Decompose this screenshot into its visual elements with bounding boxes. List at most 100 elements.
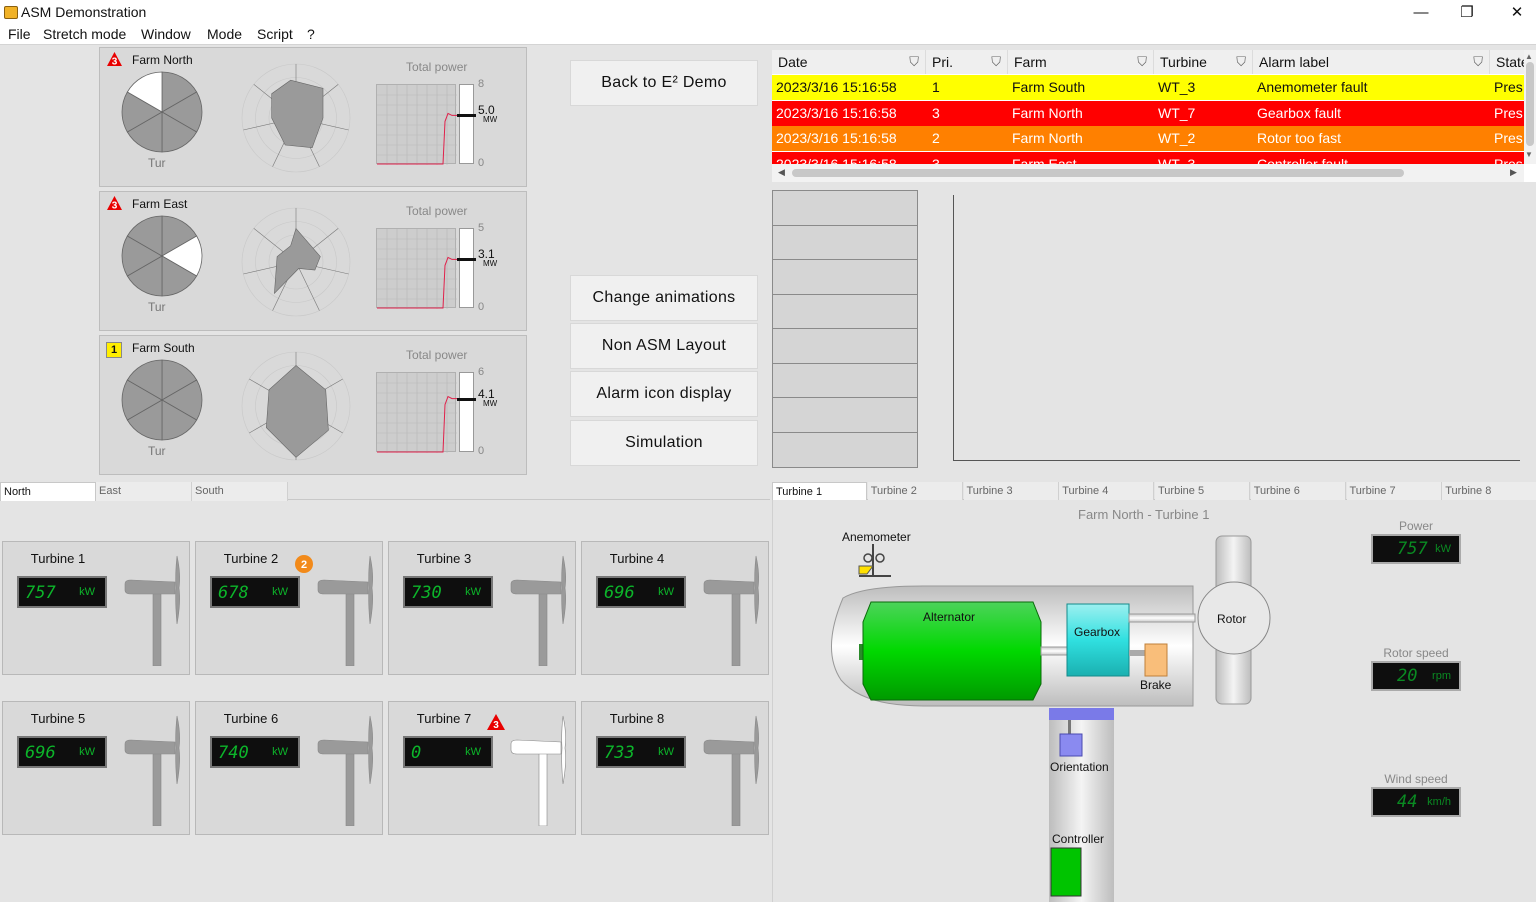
menu-help[interactable]: ? [307,26,315,42]
anemometer-vane [858,565,874,575]
meter-label: Rotor speed [1383,646,1449,660]
list-row[interactable] [773,191,917,226]
power-value: 0 [411,743,422,763]
turbine-name: Turbine 8 [609,711,665,726]
tab-turbine-7[interactable]: Turbine 7 [1346,482,1442,501]
wind-turbine-icon [510,555,566,666]
tab-north[interactable]: North [0,482,96,501]
turbine-card-2[interactable]: Turbine 2 2 678 kW [195,541,383,675]
minimize-button[interactable]: — [1413,3,1429,21]
alarm-priority-icon: 3 [107,196,122,211]
tab-turbine-6[interactable]: Turbine 6 [1250,482,1346,501]
close-button[interactable]: ✕ [1510,4,1524,21]
menu-file[interactable]: File [8,26,31,42]
turbine-name: Turbine 7 [416,711,472,726]
farm-card-3[interactable]: 1 Farm South Tur Total power 6 4.1 MW 0 [99,335,527,475]
turbine-card-6[interactable]: Turbine 6 740 kW [195,701,383,835]
total-power-label: Total power [406,204,468,218]
power-display: 696 kW [596,576,686,608]
scroll-thumb[interactable] [1526,62,1534,146]
alarm-cell-pri: 3 [932,104,940,121]
tab-east[interactable]: East [96,482,192,501]
tab-turbine-1[interactable]: Turbine 1 [772,482,867,501]
alarm-cell-pri: 3 [932,155,940,165]
menu-window[interactable]: Window [141,26,191,42]
power-value: 757 [25,583,56,603]
filter-icon[interactable]: ⛉ [1236,54,1246,69]
tab-turbine-2[interactable]: Turbine 2 [867,482,963,501]
power-unit: kW [79,746,95,758]
list-row[interactable] [773,364,917,398]
turbine-card-5[interactable]: Turbine 5 696 kW [2,701,190,835]
list-row[interactable] [773,398,917,433]
gauge-max: 8 [478,78,485,90]
gauge-min: 0 [478,157,485,169]
tab-turbine-5[interactable]: Turbine 5 [1155,482,1250,501]
filter-icon[interactable]: ⛉ [991,54,1001,69]
window-title: ASM Demonstration [21,4,147,20]
tab-turbine-4[interactable]: Turbine 4 [1059,482,1155,501]
alarm-icon-display-button[interactable]: Alarm icon display [570,371,758,417]
menu-stretch-mode[interactable]: Stretch mode [43,26,127,42]
list-row[interactable] [773,260,917,295]
trend-chart-area [953,195,1520,461]
turbine-card-7[interactable]: Turbine 7 3 0 kW [388,701,576,835]
title-bar: ASM Demonstration — ❐ ✕ [0,0,1536,24]
tab-turbine-3[interactable]: Turbine 3 [963,482,1059,501]
power-unit: kW [79,586,95,598]
filter-icon[interactable]: ⛉ [909,54,919,69]
alarm-table-vertical-scrollbar[interactable]: ▲ ▼ [1524,50,1536,164]
farm-card-2[interactable]: 3 Farm East Tur Total power 5 3.1 MW 0 [99,191,527,331]
alarm-list-box[interactable] [772,190,918,468]
column-header-state[interactable]: State [1490,50,1530,74]
column-header-farm[interactable]: Farm⛉ [1008,50,1154,74]
tab-turbine-8[interactable]: Turbine 8 [1442,482,1536,501]
turbine-status-pie [121,215,203,297]
scroll-thumb[interactable] [792,169,1404,177]
tab-south[interactable]: South [192,482,288,501]
alarm-cell-label: Rotor too fast [1257,130,1342,146]
svg-text:3: 3 [493,720,499,731]
list-row[interactable] [773,295,917,329]
turbine-card-4[interactable]: Turbine 4 696 kW [581,541,769,675]
menu-mode[interactable]: Mode [207,26,243,42]
column-header-turbine[interactable]: Turbine⛉ [1154,50,1253,74]
list-row[interactable] [773,329,917,364]
alarm-cell-date: 2023/3/16 15:16:58 [776,130,897,146]
menu-script[interactable]: Script [257,26,293,42]
radar-area [274,227,321,295]
tur-label: Tur [148,156,166,170]
alarm-cell-farm: Farm North [1012,130,1083,146]
change-animations-button[interactable]: Change animations [570,275,758,321]
app-icon [4,6,18,19]
filter-icon[interactable]: ⛉ [1473,54,1483,69]
alarm-table-horizontal-scrollbar[interactable]: ◀ ▶ [772,164,1524,182]
power-display: 696 kW [17,736,107,768]
list-row[interactable] [773,226,917,260]
pie-slice [126,71,163,113]
farm-name: Farm North [132,53,193,67]
filter-icon[interactable]: ⛉ [1137,54,1147,69]
total-power-label: Total power [406,348,468,362]
column-header-alarm-label[interactable]: Alarm label⛉ [1253,50,1490,74]
power-value: 678 [218,583,249,603]
column-header-priority[interactable]: Pri.⛉ [926,50,1008,74]
radar-chart [241,207,351,317]
back-to-demo-button[interactable]: Back to E² Demo [570,60,758,106]
restore-button[interactable]: ❐ [1460,4,1474,21]
farm-card-1[interactable]: 3 Farm North Tur Total power 8 5.0 MW 0 [99,47,527,187]
simulation-button[interactable]: Simulation [570,420,758,466]
turbine-card-8[interactable]: Turbine 8 733 kW [581,701,769,835]
alarm-cell-farm: Farm North [1012,104,1083,121]
turbine-name: Turbine 2 [223,551,279,566]
column-header-date[interactable]: Date⛉ [772,50,926,74]
turbine-card-1[interactable]: Turbine 1 757 kW [2,541,190,675]
non-asm-layout-button[interactable]: Non ASM Layout [570,323,758,369]
controller-label: Controller [1052,832,1105,846]
turbine-card-3[interactable]: Turbine 3 730 kW [388,541,576,675]
